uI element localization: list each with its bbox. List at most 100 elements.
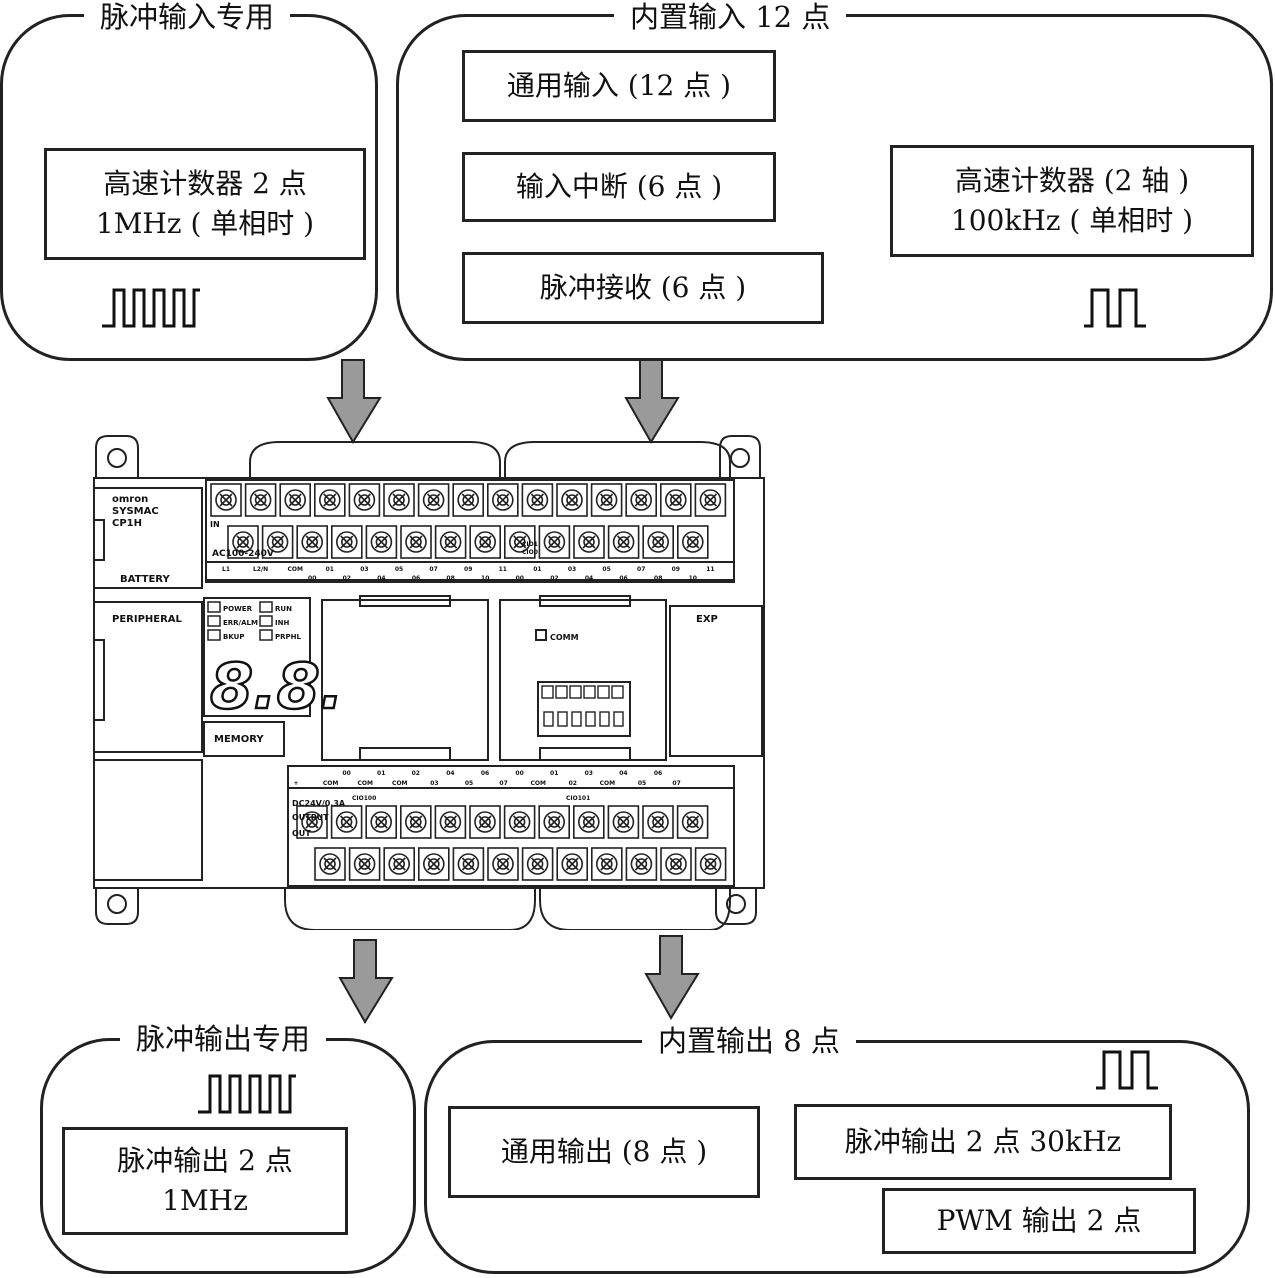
screw-terminal [676,525,709,559]
plc-ac-label: AC100-240V [212,549,274,559]
plc-led-inh-label: INH [275,619,289,627]
plc-dc-label: DC24V/0.3A [292,799,346,808]
screw-terminal [417,847,450,881]
builtin-input-title: 内置输入 12 点 [614,0,847,34]
terminal-label: 01 [550,770,558,777]
terminal-label: 06 [481,770,489,777]
arrow-down-builtin-output [644,935,700,1020]
terminal-label: L1 [222,566,230,573]
screw-terminal [607,805,640,839]
plc-led-run-label: RUN [275,605,292,613]
arrow-down-builtin-input [624,359,680,444]
dip-switch-knob [543,711,554,727]
pulse-input-counter-line1: 高速计数器 2 点 [103,167,307,200]
dip-switch [569,685,582,699]
screw-terminal [365,805,398,839]
screw-terminal [314,847,346,881]
plc-cio101-label: CIO101 [566,795,590,802]
screw-terminal [486,483,519,517]
terminal-label: 00 [515,770,523,777]
screw-terminal [642,525,675,559]
pulse-output-line1: 脉冲输出 2 点 [117,1144,293,1177]
terminal-label: COM [600,780,616,787]
plc-led-err-label: ERR/ALM [223,619,258,627]
screw-terminal [607,525,640,559]
plc-exp-label: EXP [696,614,718,625]
plc-cio0-label: CIO0 [522,549,538,556]
terminal-label: 02 [550,575,558,582]
dip-switch-knob [557,711,568,727]
terminal-label: L2/N [253,566,268,573]
dip-switch [597,685,610,699]
screw-terminal [452,483,485,517]
plc-brand-sysmac: SYSMAC [112,506,159,517]
pulse-output-title: 脉冲输出专用 [120,1022,327,1056]
dip-switch-knob [571,711,582,727]
pulse-train-output-slow-icon [1096,1050,1158,1090]
screw-terminal [244,483,277,517]
terminal-label: 09 [464,566,472,573]
screw-terminal [659,483,692,517]
terminal-label: COM [392,780,408,787]
pulse-train-fast-icon [102,288,200,328]
dip-switch-knob [585,711,596,727]
terminal-label: 05 [638,780,646,787]
screw-terminal [452,847,485,881]
plc-brand-model: CP1H [112,518,142,529]
terminal-label: 02 [569,780,577,787]
pulse-catch-box: 脉冲接收 (6 点 ) [462,252,824,324]
arrow-down-pulse-input [326,359,382,444]
input-interrupt-box: 输入中断 (6 点 ) [462,152,776,222]
plc-peripheral-label: PERIPHERAL [112,614,183,625]
terminal-label: 11 [706,566,714,573]
pulse-input-title: 脉冲输入专用 [84,0,291,34]
screw-terminal [434,805,467,839]
pulse-output-box: 脉冲输出 2 点 1MHz [62,1127,348,1235]
screw-terminal [625,847,658,881]
terminal-label: 01 [533,566,541,573]
terminal-label: 08 [654,575,662,582]
dip-switch-knob [599,711,610,727]
screw-terminal [503,805,536,839]
terminal-label: 03 [585,770,593,777]
screw-terminal [210,483,242,517]
screw-terminal [538,805,571,839]
terminal-label: 00 [308,575,316,582]
terminal-label: 04 [377,575,385,582]
terminal-label: 05 [602,566,610,573]
dip-switch [555,685,568,699]
plc-led-prphl-label: PRPHL [275,633,302,641]
terminal-label: 11 [499,566,507,573]
screw-terminal [521,847,554,881]
screw-terminal [330,805,363,839]
terminal-label: 03 [568,566,576,573]
screw-terminal [348,847,381,881]
screw-terminal [314,483,346,517]
general-output-box: 通用输出 (8 点 ) [448,1106,760,1198]
builtin-output-title: 内置输出 8 点 [642,1024,856,1058]
dip-switch [611,685,624,699]
terminal-label: + [293,780,298,787]
dip-switch [583,685,596,699]
plc-led-power-label: POWER [223,605,253,613]
dip-switch-knob [613,711,624,727]
builtin-counter-box: 高速计数器 (2 轴 ) 100kHz ( 单相时 ) [890,145,1254,257]
plc-output-label: OUTPUT [292,813,329,822]
terminal-label: 04 [619,770,627,777]
screw-terminal [383,483,415,517]
plc-in-label: IN [210,520,220,529]
builtin-counter-line2: 100kHz ( 单相时 ) [950,204,1194,237]
general-input-box: 通用输入 (12 点 ) [462,50,776,122]
screw-terminal [538,525,571,559]
screw-terminal [694,483,727,517]
screw-terminal [400,525,432,559]
pulse-output-30khz-box: 脉冲输出 2 点 30kHz [794,1104,1172,1180]
plc-battery-label: BATTERY [120,574,170,585]
terminal-label: 02 [343,575,351,582]
terminal-label: 04 [446,770,454,777]
plc-cio1-label: CIO1 [522,541,538,548]
plc-out-label: OUT [292,829,311,838]
screw-terminal [573,525,605,559]
pwm-output-box: PWM 输出 2 点 [882,1188,1196,1254]
terminal-label: 05 [395,566,403,573]
